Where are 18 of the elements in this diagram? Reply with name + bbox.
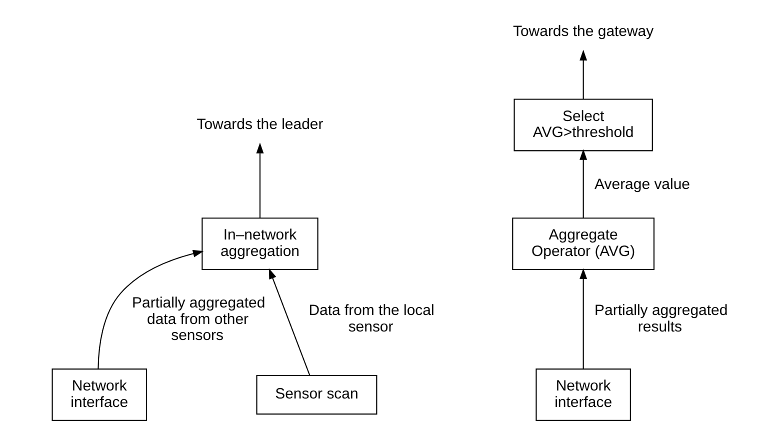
node-box: Network interface bbox=[52, 368, 148, 421]
arrow bbox=[580, 50, 588, 100]
node-box: Network interface bbox=[536, 368, 631, 421]
node-text: Towards the gateway bbox=[513, 22, 654, 40]
node-box: Aggregate Operator (AVG) bbox=[512, 218, 655, 270]
node-box: Select AVG>threshold bbox=[514, 98, 653, 152]
edge-label: Data from the local sensor bbox=[308, 302, 434, 336]
node-box: Sensor scan bbox=[256, 374, 378, 415]
node-box: In–network aggregation bbox=[202, 218, 318, 270]
edge-label: Average value bbox=[594, 176, 690, 193]
arrow bbox=[98, 250, 204, 369]
node-text: Towards the leader bbox=[196, 116, 324, 133]
edge-label: Partially aggregated results bbox=[594, 302, 728, 336]
arrow bbox=[580, 268, 588, 369]
edge-label: Partially aggregated data from other sensors bbox=[132, 294, 266, 344]
arrow bbox=[268, 268, 310, 376]
arrow bbox=[580, 149, 588, 218]
arrow bbox=[256, 142, 264, 218]
